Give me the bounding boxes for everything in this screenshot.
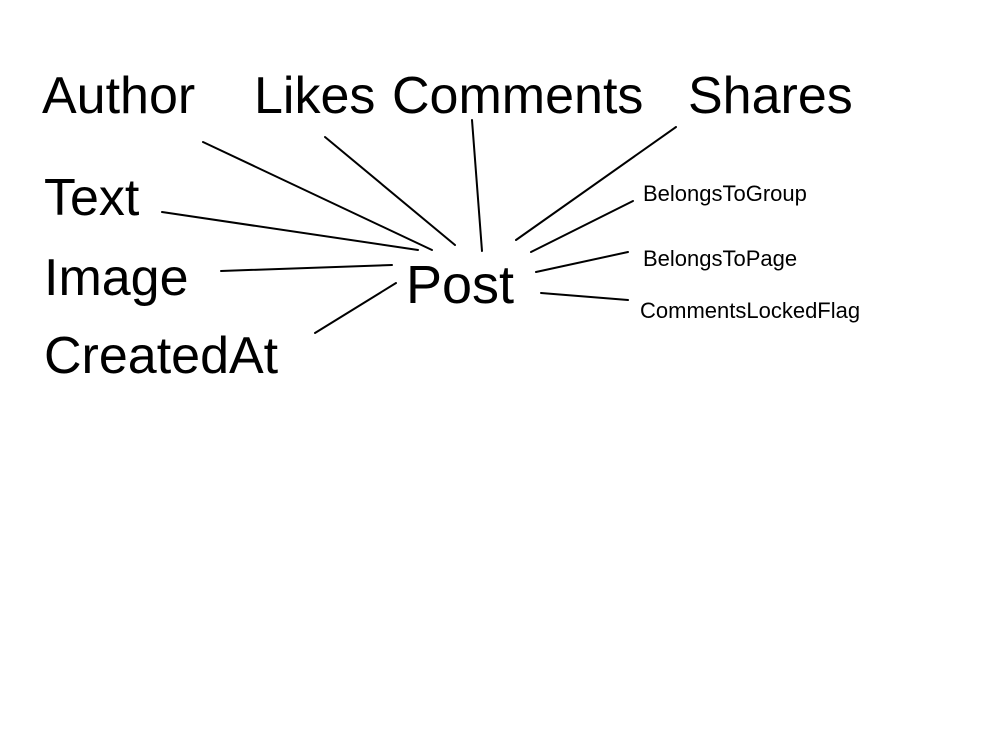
attribute-belongs-to-group: BelongsToGroup bbox=[643, 181, 807, 206]
connector-shares bbox=[515, 126, 677, 241]
attribute-shares: Shares bbox=[688, 67, 853, 125]
connector-author bbox=[202, 141, 433, 251]
attribute-image: Image bbox=[44, 249, 189, 307]
connector-text bbox=[161, 211, 419, 251]
attribute-comments-locked-flag: CommentsLockedFlag bbox=[640, 298, 861, 323]
attribute-comments: Comments bbox=[392, 67, 644, 125]
connector-createdat bbox=[314, 282, 397, 334]
connector-comments-locked-flag bbox=[540, 292, 629, 301]
attribute-likes: Likes bbox=[254, 67, 376, 125]
attribute-belongs-to-page: BelongsToPage bbox=[643, 246, 798, 271]
connector-belongs-to-page bbox=[535, 251, 629, 273]
connector-likes bbox=[324, 136, 456, 246]
connector-belongs-to-group bbox=[530, 200, 634, 253]
attribute-author: Author bbox=[42, 67, 196, 125]
connector-image bbox=[220, 264, 393, 272]
attribute-createdat: CreatedAt bbox=[44, 327, 279, 385]
attribute-text: Text bbox=[44, 169, 140, 227]
entity-post: Post bbox=[406, 255, 515, 315]
connector-comments bbox=[471, 119, 483, 252]
